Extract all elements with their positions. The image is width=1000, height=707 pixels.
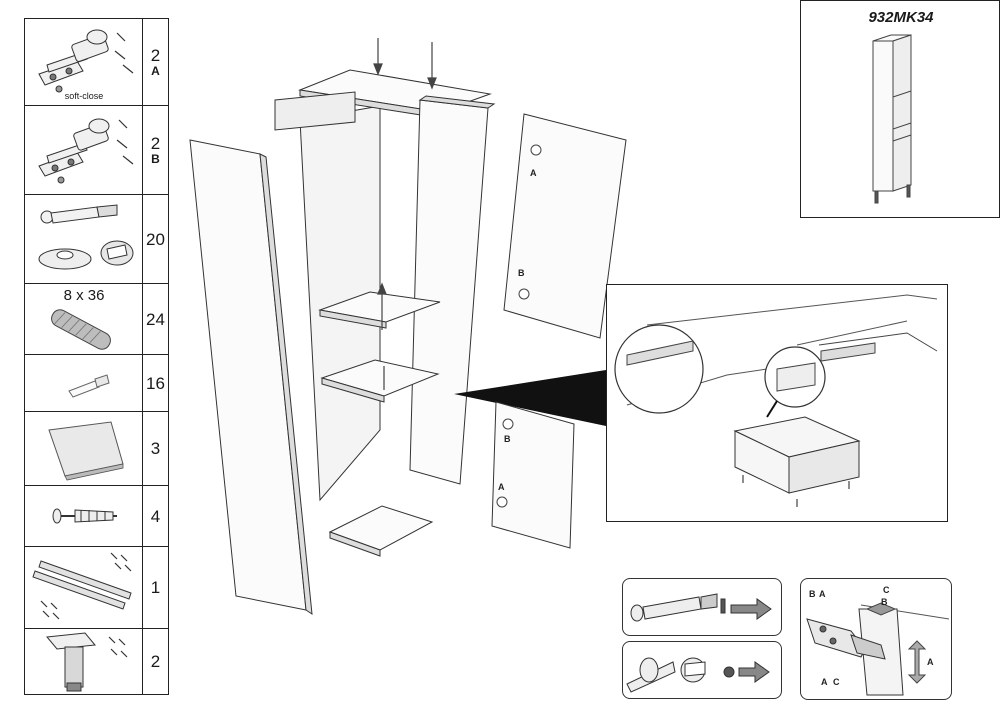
cabinet-leg-icon bbox=[46, 632, 128, 692]
model-code: 932MK34 bbox=[868, 9, 934, 26]
hinge-label: C bbox=[833, 677, 840, 687]
part-variant-label: A bbox=[151, 64, 160, 78]
drawer-detail-box bbox=[606, 284, 948, 522]
parts-row-image bbox=[25, 629, 143, 694]
hinge-icon bbox=[38, 118, 134, 184]
tall-cabinet-preview bbox=[872, 34, 912, 204]
hinge-label: A bbox=[821, 677, 828, 687]
hinge-adjustment-instruction: B A C B A C A bbox=[800, 578, 952, 700]
exploded-assembly-diagram bbox=[189, 38, 606, 616]
runner-zoom-circle bbox=[614, 324, 704, 414]
parts-row: 2 bbox=[25, 629, 168, 694]
parts-row-image bbox=[25, 106, 143, 194]
part-quantity: 24 bbox=[146, 309, 165, 329]
drawer-installation-detail bbox=[614, 294, 938, 507]
model-preview-box: 932MK34 bbox=[800, 0, 1000, 218]
parts-row: 16 bbox=[25, 355, 168, 412]
hinge-label: A bbox=[927, 657, 934, 667]
dowel-insert-instruction bbox=[622, 578, 782, 636]
parts-row-image bbox=[25, 486, 143, 546]
left-side-panel bbox=[189, 139, 307, 611]
parts-row: 1 bbox=[25, 547, 168, 629]
lower-door-panel: B A bbox=[491, 401, 575, 549]
parts-row-image bbox=[25, 355, 143, 411]
door-hinge-label-a: A bbox=[530, 168, 537, 178]
door-hinge-label-a: A bbox=[498, 482, 505, 492]
part-quantity: 2 bbox=[150, 46, 161, 65]
drawer-runner-icon bbox=[32, 552, 132, 620]
cam-lock-instruction bbox=[622, 641, 782, 699]
part-quantity: 2 bbox=[150, 134, 161, 153]
wooden-dowel-icon bbox=[51, 309, 111, 350]
parts-row: 8 x 36 24 bbox=[25, 284, 168, 355]
parts-row: soft-close 2 A bbox=[25, 19, 168, 106]
parts-list-table: soft-close 2 A bbox=[24, 18, 169, 695]
parts-row-image: 8 x 36 bbox=[25, 284, 143, 354]
cam-lock-icon bbox=[626, 657, 770, 693]
upper-door-panel: A B bbox=[503, 113, 627, 339]
part-quantity: 20 bbox=[146, 229, 165, 249]
part-quantity: 4 bbox=[150, 506, 161, 526]
screw-insert-icon bbox=[630, 593, 772, 622]
door-hinge-label-b: B bbox=[518, 268, 525, 278]
parts-row-image: soft-close bbox=[25, 19, 143, 105]
right-side-panel bbox=[409, 99, 489, 485]
shelf-pin-icon bbox=[68, 374, 110, 398]
parts-row: 2 B bbox=[25, 106, 168, 195]
cover-cap-icon bbox=[48, 421, 124, 481]
parts-row-image bbox=[25, 547, 143, 628]
part-caption: 8 x 36 bbox=[63, 287, 105, 304]
door-hinge-label-b: B bbox=[504, 434, 511, 444]
part-quantity: 3 bbox=[150, 439, 161, 458]
drawer-box bbox=[733, 416, 861, 494]
cam-lock-fitting-icon bbox=[38, 204, 134, 270]
hinge-label: C bbox=[883, 585, 890, 595]
parts-row: 3 bbox=[25, 412, 168, 486]
part-quantity: 1 bbox=[150, 578, 161, 597]
hinge-adjustment-diagram: B A C B A C A bbox=[806, 585, 950, 696]
parts-row: 4 bbox=[25, 486, 168, 547]
part-quantity: 16 bbox=[146, 373, 165, 393]
soft-close-hinge-icon bbox=[38, 29, 134, 93]
wall-plug-icon bbox=[52, 508, 117, 524]
hinge-label: B bbox=[809, 589, 816, 599]
part-quantity: 2 bbox=[150, 652, 161, 671]
parts-row: 20 bbox=[25, 195, 168, 284]
part-variant-label: B bbox=[151, 152, 160, 166]
parts-row-image bbox=[25, 195, 143, 283]
hinge-label: B bbox=[881, 597, 888, 607]
part-caption: soft-close bbox=[64, 91, 104, 101]
parts-row-image bbox=[25, 412, 143, 485]
hinge-label: A bbox=[819, 589, 826, 599]
